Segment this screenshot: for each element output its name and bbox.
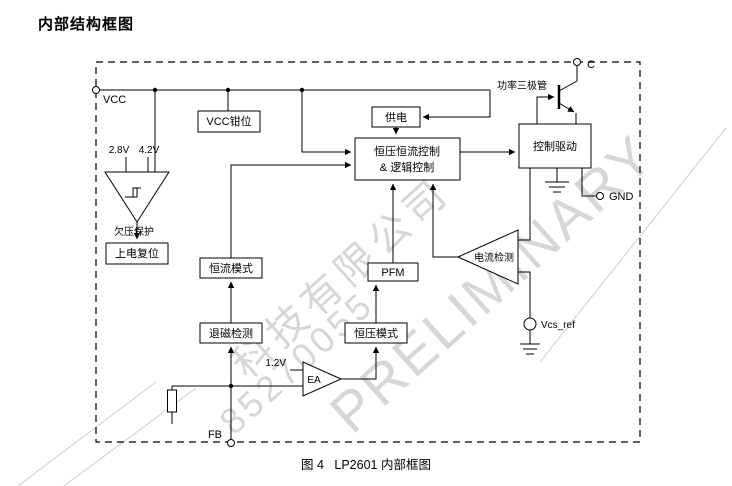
wire-ccmode-to-logic <box>230 161 352 258</box>
block-por: 上电复位 <box>105 242 169 265</box>
block-box <box>197 110 261 133</box>
resistor-body <box>167 389 177 413</box>
block-label: 恒压模式 <box>354 327 398 340</box>
pin-vcc: VCC <box>92 86 126 106</box>
cs-triangle <box>456 229 519 285</box>
uvlo-comparator-icon: 2.8V 4.2V 欠压保护 <box>104 145 170 238</box>
block-drive: 控制驱动 <box>518 123 592 169</box>
block-label: PFM <box>381 267 404 279</box>
block-box <box>518 123 592 169</box>
block-box <box>367 262 419 282</box>
block-vcc-clamp: VCC钳位 <box>197 110 261 133</box>
pin-fb: FB <box>208 429 235 447</box>
wire-emitter <box>558 102 575 113</box>
c-terminal-icon <box>573 58 581 66</box>
c-pin-label: C <box>587 59 595 71</box>
wire-cs-to-logic <box>429 183 458 258</box>
page-title: 内部结构框图 <box>38 16 135 33</box>
fb-pin-label: FB <box>208 429 222 441</box>
block-label: 恒流模式 <box>209 261 253 275</box>
ground-icon <box>545 181 569 193</box>
junction-dot <box>228 383 234 389</box>
block-label: 控制驱动 <box>533 139 577 153</box>
vcs-ref-label: Vcs_ref <box>541 320 575 331</box>
vcc-terminal-icon <box>92 86 100 94</box>
block-box <box>199 322 263 344</box>
power-transistor-label: 功率三极管 <box>497 79 547 92</box>
wire-drive-to-base <box>536 93 555 124</box>
threshold-low-label: 2.8V <box>109 145 130 156</box>
current-sense-label: 电流检测 <box>474 251 514 264</box>
block-supply: 供电 <box>371 106 421 128</box>
resistor-icon <box>167 389 177 413</box>
block-label: 供电 <box>385 110 407 124</box>
gnd-terminal-icon <box>596 192 604 200</box>
vref-label: 1.2V <box>265 358 286 369</box>
chip-boundary <box>95 61 641 443</box>
uvlo-label: 欠压保护 <box>114 225 154 238</box>
block-label: 退磁检测 <box>209 326 253 340</box>
watermark-line <box>539 127 727 363</box>
threshold-high-label: 4.2V <box>139 145 160 156</box>
wire-rail-to-logic <box>301 90 352 156</box>
vcs-ref-source-icon: Vcs_ref <box>520 317 575 355</box>
gnd-pin-label: GND <box>609 191 634 203</box>
wire-ea-to-cvmode <box>341 346 380 380</box>
hysteresis-icon <box>125 187 141 198</box>
watermark-line <box>17 381 157 486</box>
junction-dot <box>225 87 231 93</box>
block-box <box>199 257 263 279</box>
block-label: VCC钳位 <box>206 114 251 128</box>
error-amp-icon: EA 1.2V <box>265 358 343 397</box>
wire <box>96 66 596 424</box>
ea-label: EA <box>307 375 321 386</box>
block-cc-mode: 恒流模式 <box>199 257 263 279</box>
wire-vcc-to-supply <box>422 90 491 121</box>
junction-dot <box>299 87 305 93</box>
ground-icon <box>520 343 540 355</box>
block-label: 恒压恒流控制 <box>374 144 440 158</box>
pin-c: C <box>573 58 595 71</box>
block-label: & 逻辑控制 <box>380 160 434 174</box>
current-sense-amp-icon: 电流检测 <box>456 229 519 285</box>
block-box <box>344 322 408 344</box>
block-label: 上电复位 <box>115 246 159 260</box>
npn-transistor-icon: 功率三极管 <box>497 79 561 109</box>
fb-terminal-icon <box>227 439 235 447</box>
wires <box>96 66 596 440</box>
vcc-pin-label: VCC <box>103 94 126 106</box>
figure-caption: 图 4 LP2601 内部框图 <box>301 458 431 472</box>
block-cv-mode: 恒压模式 <box>344 322 408 344</box>
source-circle <box>523 317 537 331</box>
pin-gnd: GND <box>596 191 634 203</box>
block-pfm: PFM <box>367 262 419 282</box>
ea-triangle <box>302 361 343 397</box>
junction-dot <box>152 87 158 93</box>
block-box <box>105 242 169 265</box>
block-box <box>354 137 461 181</box>
block-box <box>371 106 421 128</box>
block-demag-detect: 退磁检测 <box>199 322 263 344</box>
block-cvcc-logic: 恒压恒流控制 & 逻辑控制 <box>354 137 461 181</box>
